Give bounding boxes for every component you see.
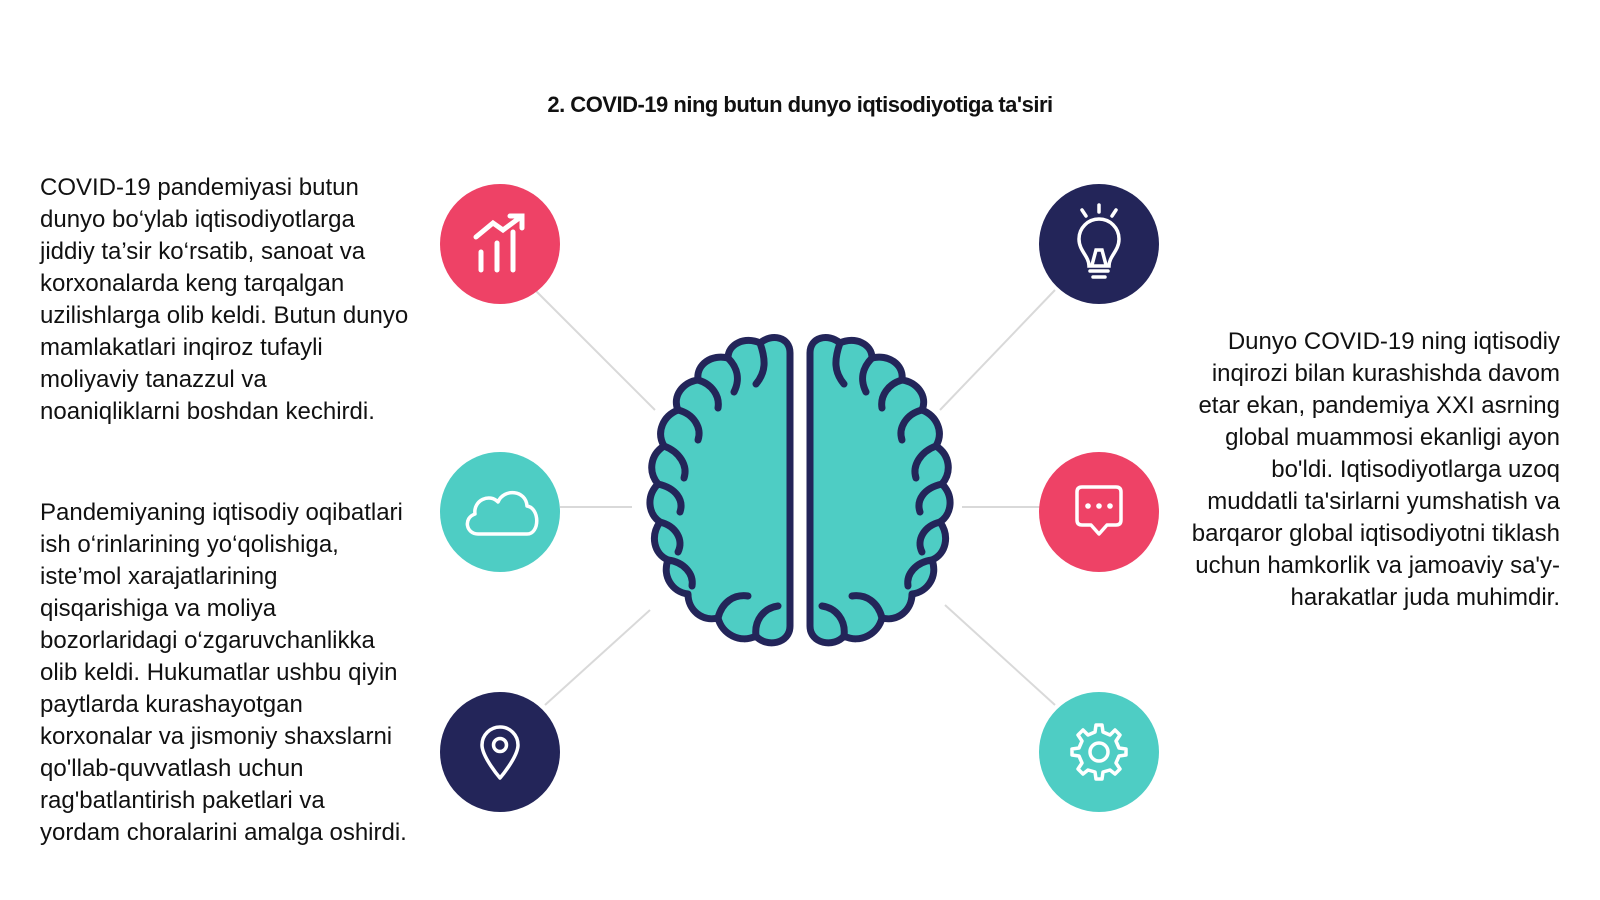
- connector-line: [944, 604, 1056, 706]
- brain-folds: [654, 339, 946, 640]
- cloud-icon: [465, 491, 539, 536]
- node-chat-bubble: [1039, 452, 1159, 572]
- node-lightbulb: [1039, 184, 1159, 304]
- left-paragraph-1: COVID-19 pandemiyasi butun dunyo bo‘ylab…: [40, 174, 409, 425]
- slide-title: 2. COVID-19 ning butun dunyo iqtisodiyot…: [547, 92, 1053, 117]
- node-cloud: [440, 452, 560, 572]
- right-paragraph: Dunyo COVID-19 ning iqtisodiy inqirozi b…: [1191, 328, 1560, 611]
- gear-icon: [1070, 723, 1128, 781]
- growth-chart-icon: [473, 213, 525, 273]
- node-growth-chart: [440, 184, 560, 304]
- chat-bubble-icon: [1075, 485, 1123, 536]
- location-pin-icon: [480, 725, 520, 780]
- connector-line: [544, 609, 651, 706]
- node-gear: [1039, 692, 1159, 812]
- lightbulb-icon: [1077, 203, 1121, 279]
- node-location-pin: [440, 692, 560, 812]
- connector-lines: [534, 289, 1056, 706]
- connector-line: [534, 289, 656, 411]
- left-paragraph-2: Pandemiyaning iqtisodiy oqibatlari ish o…: [40, 499, 407, 846]
- connector-line: [939, 289, 1056, 411]
- brain-icon: [646, 334, 954, 647]
